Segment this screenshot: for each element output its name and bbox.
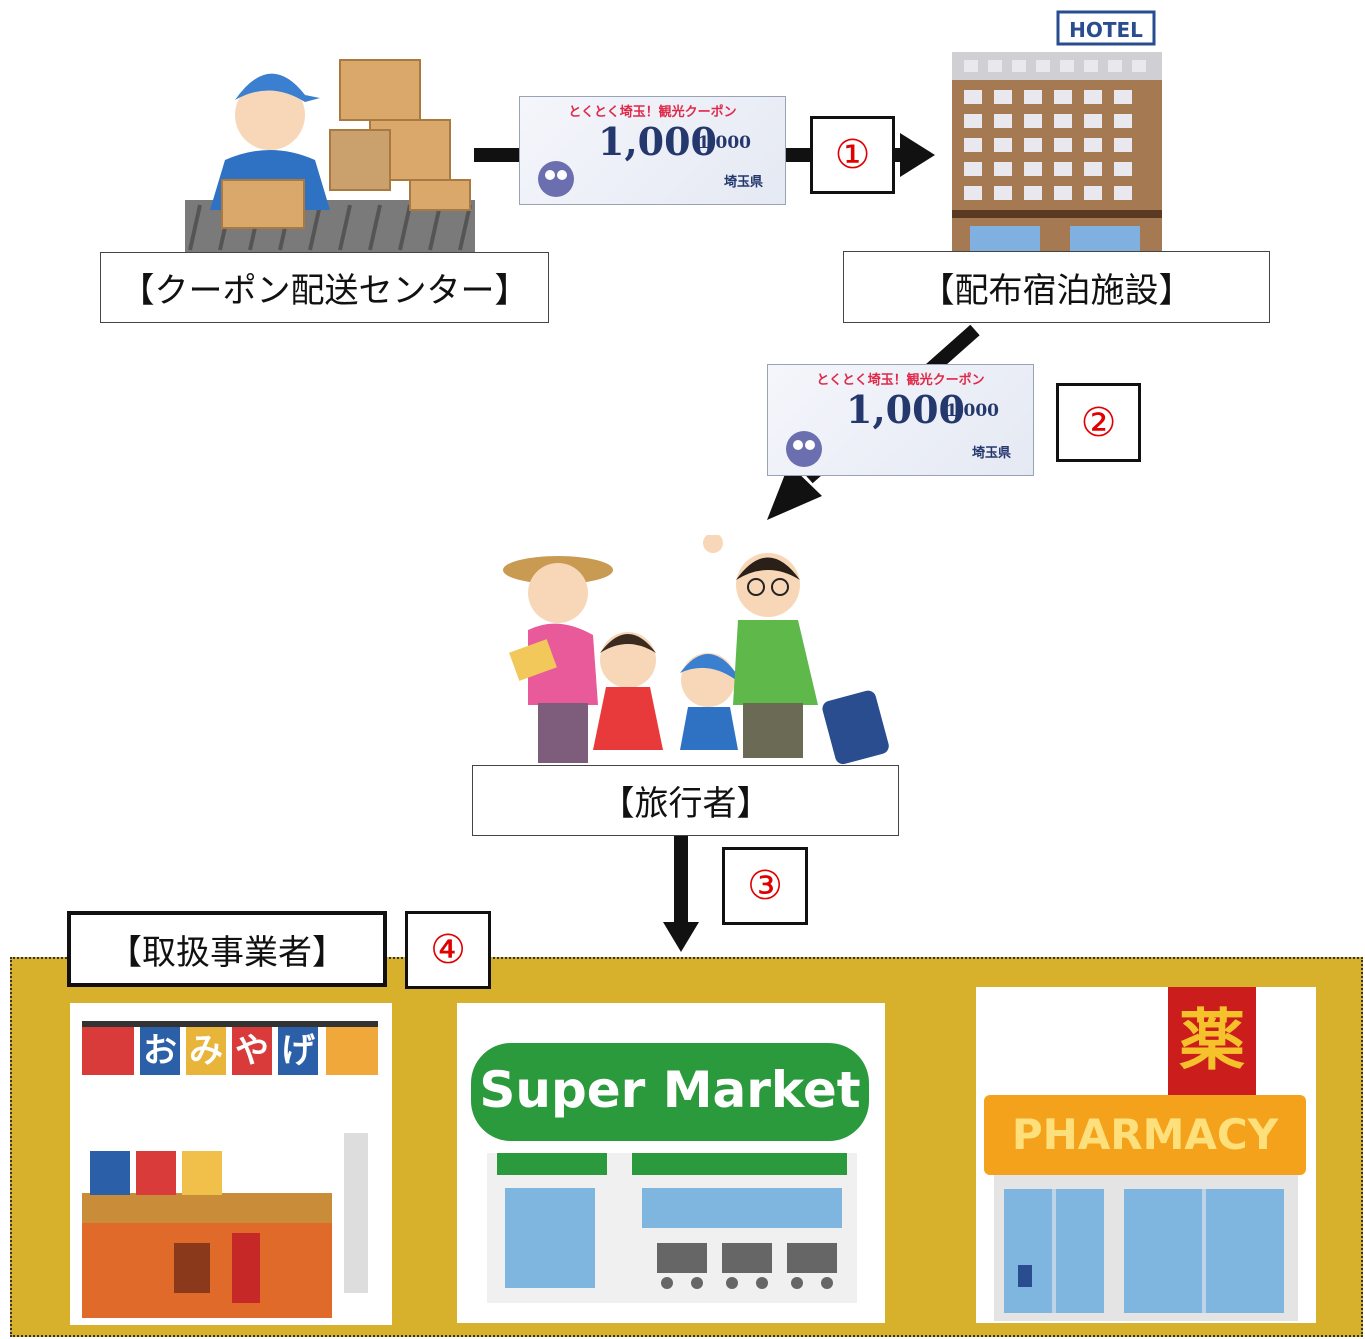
suitcase: [822, 690, 889, 765]
hotel-building-illustration: HOTEL: [952, 10, 1162, 260]
coupon-image-1: とくとく埼玉！観光クーポン 1,000 1,000 埼玉県: [519, 96, 786, 205]
coupon-prefecture: 埼玉県: [971, 446, 1011, 461]
coupon-title: とくとく埼玉！観光クーポン: [568, 105, 737, 120]
mother-head: [528, 563, 588, 623]
arrow-1-head: [900, 133, 935, 177]
souvenir-noren: お み や げ: [82, 1021, 378, 1077]
step-4-badge: ④: [405, 911, 491, 989]
traveler-family-illustration: [503, 535, 889, 765]
arrow-3-head: [663, 922, 699, 952]
souvenir-storefront-icon: [82, 1133, 368, 1318]
coupon-mascot-icon: [538, 161, 574, 197]
box-stack: [339, 59, 421, 121]
arrow-2-head: [767, 464, 822, 520]
pharmacy-image: 薬 PHARMACY: [976, 987, 1316, 1323]
coupon-prefecture: 埼玉県: [723, 175, 763, 190]
noren-char-4: げ: [278, 1027, 318, 1075]
held-box: [221, 179, 305, 229]
pharmacy-kanji-sign: 薬: [1168, 987, 1256, 1095]
pharmacy-sign: PHARMACY: [984, 1095, 1306, 1175]
supermarket-sign-board: [471, 1043, 869, 1141]
delivery-worker-illustration: [185, 59, 475, 255]
hotel-facade: [952, 52, 1162, 260]
boy-body: [680, 707, 738, 750]
girl-body: [593, 687, 663, 750]
coupon-amount-small: 1,000: [697, 133, 751, 153]
businesses-label: 【取扱事業者】: [67, 911, 387, 987]
step-1-badge: ①: [810, 116, 895, 194]
step-2-badge: ②: [1056, 383, 1141, 462]
coupon-amount: 1,000: [846, 387, 965, 432]
supermarket-sign: Super Market: [479, 1061, 861, 1119]
hotel-label: 【配布宿泊施設】: [843, 251, 1270, 323]
supermarket-image: Super Market: [457, 1003, 885, 1323]
coupon-title: とくとく埼玉！観光クーポン: [816, 373, 985, 388]
souvenir-shop-image: お み や げ: [70, 1003, 392, 1325]
hotel-sign: HOTEL: [1069, 18, 1143, 42]
noren-char-3: や: [232, 1027, 272, 1075]
noren-char-1: お: [140, 1027, 180, 1075]
shopping-cart-icon: [657, 1243, 837, 1289]
father-body: [733, 620, 818, 705]
worker-head: [235, 80, 305, 150]
coupon-amount: 1,000: [598, 119, 717, 164]
supermarket-storefront-icon: [487, 1153, 857, 1303]
noren-char-2: み: [186, 1027, 226, 1075]
coupon-image-2: とくとく埼玉！観光クーポン 1,000 1,000 埼玉県: [767, 364, 1034, 476]
delivery-center-label: 【クーポン配送センター】: [100, 252, 549, 323]
hotel-sign-board: [1056, 10, 1156, 46]
step-3-badge: ③: [722, 847, 808, 925]
coupon-mascot-icon: [786, 431, 822, 467]
pharmacy-storefront-icon: [994, 1175, 1298, 1321]
traveler-label: 【旅行者】: [472, 765, 899, 836]
coupon-amount-small: 1,000: [945, 401, 999, 421]
